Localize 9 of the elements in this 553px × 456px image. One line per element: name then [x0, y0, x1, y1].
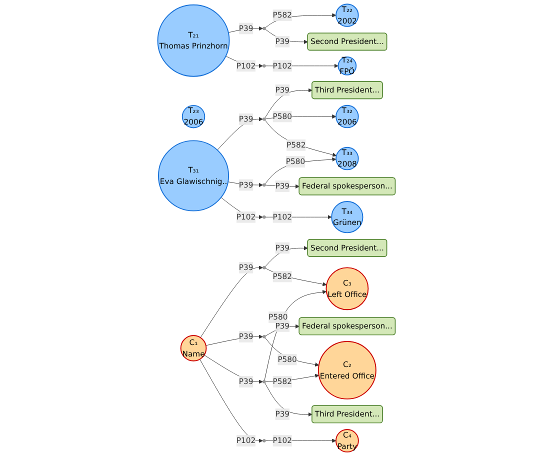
node-circle	[262, 215, 266, 219]
node-circle	[262, 117, 266, 121]
node-circle	[262, 380, 266, 384]
node-circle	[262, 439, 266, 442]
node-circle	[262, 64, 266, 68]
node-circle	[262, 266, 266, 270]
node-circle	[262, 335, 266, 338]
node-circle	[262, 26, 266, 30]
node-circle	[262, 183, 266, 187]
